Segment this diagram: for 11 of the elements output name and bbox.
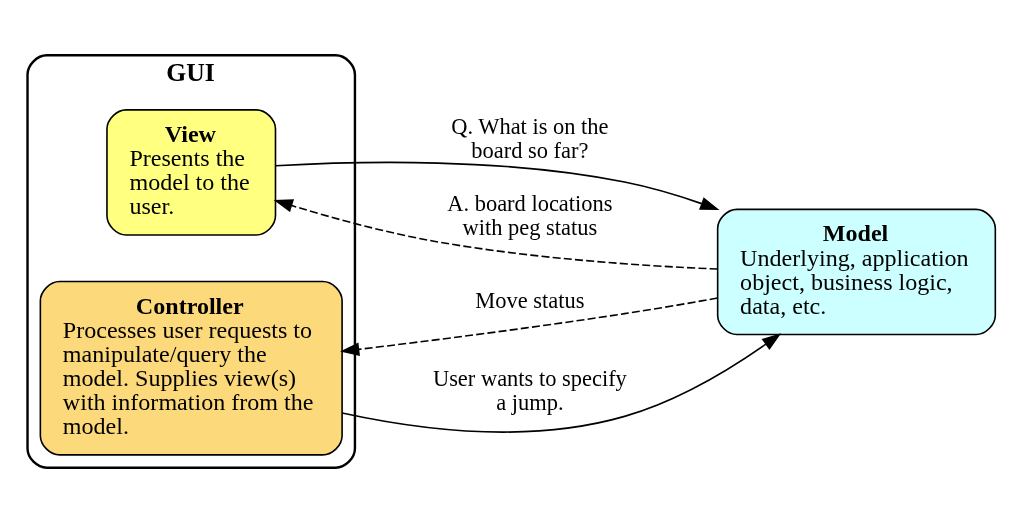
edge-label: Q. What is on the board so far? <box>451 113 609 163</box>
arrow <box>273 198 719 270</box>
node-box: Model Underlying, application object, business logic, data, etc. <box>716 208 997 335</box>
arrow <box>341 332 782 433</box>
edge-label: User wants to specify a jump. <box>432 365 627 415</box>
node-box: View Presents the model to the user. <box>106 108 277 236</box>
arrow <box>274 161 720 210</box>
edge-label: A. board locations with peg status <box>447 190 613 240</box>
arrow <box>340 296 719 356</box>
node-box: Controller Processes user requests to manipulate/query the model. Supplies view(s) with information from the model. <box>39 280 343 456</box>
edge-label: Move status <box>475 287 585 313</box>
